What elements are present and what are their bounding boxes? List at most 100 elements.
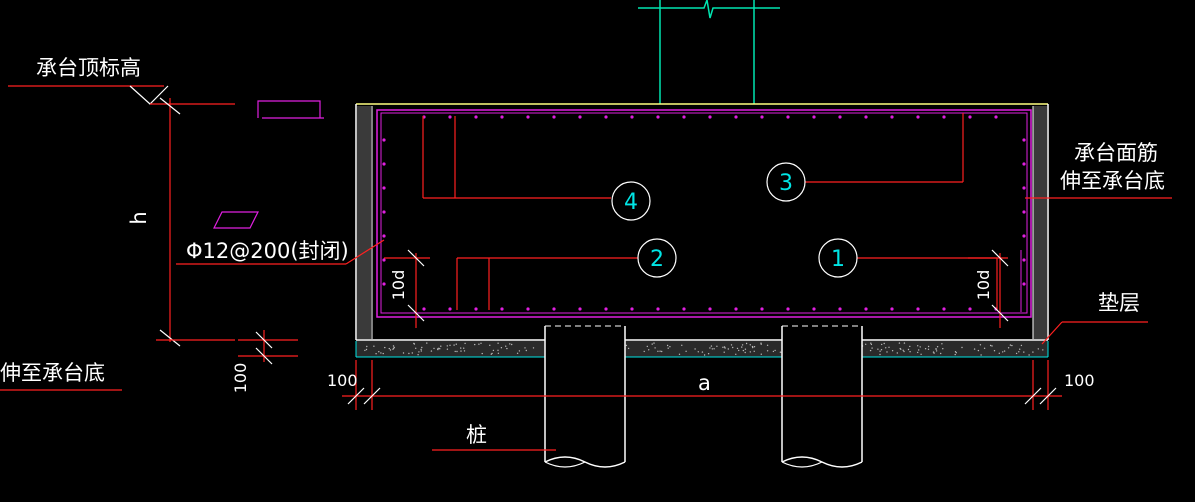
rebar-dot [382, 258, 385, 261]
cover-left-label: 100 [327, 371, 358, 390]
cushion-speckle [668, 348, 669, 349]
cushion-speckle [780, 352, 781, 353]
rebar-dot [734, 115, 737, 118]
cushion-speckle [375, 353, 376, 354]
cover-right-label: 100 [1064, 371, 1095, 390]
rebar-dot [682, 115, 685, 118]
rebar-dot [526, 307, 529, 310]
cushion-speckle [628, 348, 629, 349]
cushion-speckle [935, 349, 936, 350]
cushion-speckle [881, 349, 882, 350]
marker-3: 3 [767, 163, 805, 201]
cushion-speckle [980, 344, 981, 345]
rebar-cage [377, 110, 1031, 317]
rebar-dot [734, 307, 737, 310]
cushion-speckle [505, 346, 506, 347]
anchor-left-label: 10d [389, 270, 408, 301]
cushion-speckle [1002, 351, 1003, 352]
top-bar-label-1: 承台面筋 [1074, 141, 1158, 165]
width-dimension: 100 a 100 [327, 360, 1095, 410]
cushion-speckle [482, 353, 483, 354]
cushion-callout: 垫层 [1042, 291, 1148, 344]
cushion-speckle [460, 350, 461, 351]
rebar-dot [760, 307, 763, 310]
cushion-speckle [745, 352, 746, 353]
cushion-speckle [433, 348, 434, 349]
cushion-speckle [942, 348, 943, 349]
pile-label: 桩 [466, 423, 487, 447]
rebar-dot [708, 115, 711, 118]
rebar-dot [812, 115, 815, 118]
cushion-speckle [767, 345, 768, 346]
cushion-speckle [761, 344, 762, 345]
cushion-speckle [464, 343, 465, 344]
cushion-speckle [933, 351, 934, 352]
rebar-dot [1022, 210, 1025, 213]
cushion-speckle [743, 350, 744, 351]
rebar-dot [916, 307, 919, 310]
rebar-dot [786, 307, 789, 310]
rebar-dot [994, 115, 997, 118]
cushion-speckle [456, 344, 457, 345]
cushion-speckle [724, 352, 725, 353]
rebar-dot [968, 307, 971, 310]
cushion-speckle [408, 353, 409, 354]
cushion-speckle [498, 353, 499, 354]
cushion-speckle [1042, 349, 1043, 350]
cushion-speckle [1021, 345, 1022, 346]
rebar-dot [864, 307, 867, 310]
rebar-dot [864, 115, 867, 118]
cushion-speckle [903, 351, 904, 352]
cushion-dimension: 100 [231, 330, 298, 393]
cushion-speckle [1032, 351, 1033, 352]
rebar-dot [1022, 162, 1025, 165]
cushion-speckle [735, 354, 736, 355]
cushion-layer [356, 341, 1048, 357]
cushion-speckle [378, 351, 379, 352]
cushion-speckle [741, 346, 742, 347]
cushion-speckle [892, 350, 893, 351]
cushion-speckle [493, 350, 494, 351]
cushion-speckle [918, 349, 919, 350]
cushion-speckle [417, 354, 418, 355]
cushion-speckle [711, 345, 712, 346]
cushion-thickness-label: 100 [231, 363, 250, 394]
rebar-dot [786, 115, 789, 118]
rebar-dot [1022, 138, 1025, 141]
cushion-speckle [383, 353, 384, 354]
cushion-speckle [750, 351, 751, 352]
cushion-speckle [526, 350, 527, 351]
cushion-speckle [384, 347, 385, 348]
cushion-speckle [524, 347, 525, 348]
cushion-speckle [904, 342, 905, 343]
cushion-speckle [716, 346, 717, 347]
rebar-dot [1022, 186, 1025, 189]
rebar-dot [578, 307, 581, 310]
rebar-dot [552, 115, 555, 118]
stirrup-label: Φ12@200(封闭) [186, 239, 349, 263]
cushion-speckle [731, 344, 732, 345]
cushion-speckle [654, 347, 655, 348]
cushion-speckle [994, 350, 995, 351]
cushion-speckle [464, 350, 465, 351]
rebar-dot [422, 307, 425, 310]
rebar-dot [708, 307, 711, 310]
rebar-dot [890, 307, 893, 310]
cushion-speckle [746, 343, 747, 344]
cushion-speckle [888, 347, 889, 348]
cushion-speckle [661, 351, 662, 352]
cushion-speckle [920, 346, 921, 347]
cushion-speckle [501, 347, 502, 348]
cushion-speckle [380, 352, 381, 353]
cushion-speckle [754, 351, 755, 352]
cushion-speckle [713, 348, 714, 349]
cushion-speckle [961, 347, 962, 348]
cushion-speckle [917, 352, 918, 353]
cushion-speckle [865, 344, 866, 345]
rebar-dot [474, 307, 477, 310]
cushion-speckle [440, 346, 441, 347]
cushion-speckle [415, 348, 416, 349]
cushion-speckle [412, 352, 413, 353]
rebar-dot [812, 307, 815, 310]
cushion-speckle [647, 346, 648, 347]
